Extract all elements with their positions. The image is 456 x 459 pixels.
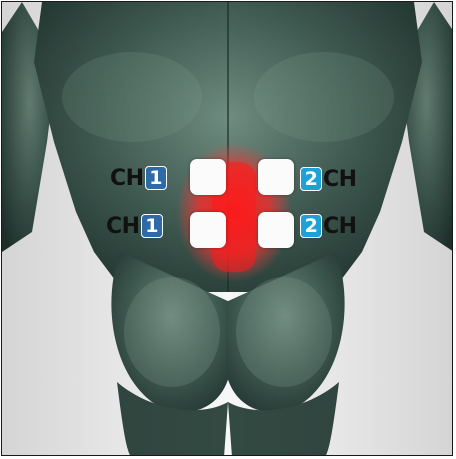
channel-number-badge: 1 [141,214,163,238]
channel-number-badge: 2 [300,214,322,238]
electrode-pad-ch1-bottom [190,212,226,248]
channel-label-left-bottom: CH 1 [106,213,163,239]
channel-prefix: CH [323,214,357,239]
channel-number-badge: 2 [300,167,322,191]
channel-label-left-top: CH 1 [110,165,167,191]
channel-prefix: CH [110,166,144,191]
channel-prefix: CH [106,214,140,239]
channel-label-right-top: 2 CH [300,166,357,192]
channel-number-badge: 1 [145,166,167,190]
channel-prefix: CH [323,167,357,192]
human-back-figure [2,2,453,456]
electrode-pad-ch2-bottom [258,212,294,248]
electrode-pad-ch2-top [258,159,294,195]
channel-label-right-bottom: 2 CH [300,213,357,239]
electrode-pad-ch1-top [190,159,226,195]
